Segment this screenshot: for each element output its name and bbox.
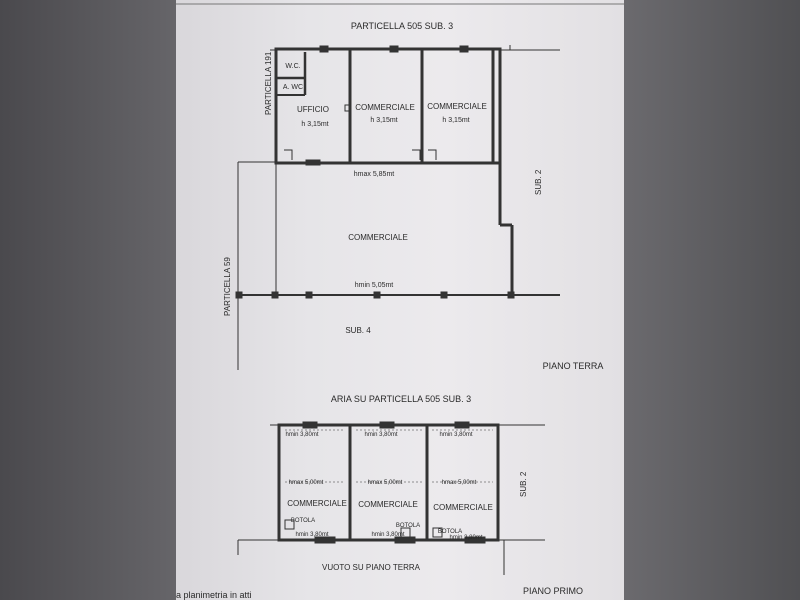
ff-room2-hmin-bottom: hmin 3,80mt xyxy=(371,532,404,538)
ff-neighbor-bottom-label: VUOTO SU PIANO TERRA xyxy=(322,563,421,572)
ff-neighbor-right-label: SUB. 2 xyxy=(519,471,528,497)
ff-room3-hmin-top: hmin 3,80mt xyxy=(439,432,472,438)
ff-room3-label: COMMERCIALE xyxy=(433,503,493,512)
footer-note: a planimetria in atti xyxy=(176,590,252,600)
neighbor-left-top-label: PARTICELLA 191 xyxy=(264,51,273,115)
room-commerciale-2-height: h 3,15mt xyxy=(442,117,469,124)
room-commerciale-1-label: COMMERCIALE xyxy=(355,103,415,112)
room-commerciale-2-label: COMMERCIALE xyxy=(427,102,487,111)
neighbor-left-label: PARTICELLA 59 xyxy=(223,257,232,316)
ff-room1-botola: BOTOLA xyxy=(291,518,315,524)
ff-room3-hmax: hmax 5,00mt xyxy=(442,480,477,486)
ff-room1-label: COMMERCIALE xyxy=(287,499,347,508)
room-anti-wc-label: A. WC xyxy=(283,84,303,91)
room-wc-label: W.C. xyxy=(285,63,300,70)
ff-room3-hmin-bottom: hmin 3,80mt xyxy=(449,535,482,541)
ff-room2-hmin-top: hmin 3,80mt xyxy=(364,432,397,438)
floor-plan-sheet xyxy=(176,0,624,600)
floor-label-first: PIANO PRIMO xyxy=(523,586,583,596)
ff-room2-hmax: hmax 5,00mt xyxy=(368,480,403,486)
room-commerciale-main-label: COMMERCIALE xyxy=(348,233,408,242)
room-ufficio-label: UFFICIO xyxy=(297,105,329,114)
ff-room2-label: COMMERCIALE xyxy=(358,500,418,509)
ff-room1-hmax: hmax 5,00mt xyxy=(289,480,324,486)
ff-room1-hmin-bottom: hmin 3,80mt xyxy=(295,532,328,538)
floor-label-ground: PIANO TERRA xyxy=(543,361,604,371)
neighbor-bottom-label: SUB. 4 xyxy=(345,326,371,335)
ff-room3-botola: BOTOLA xyxy=(438,529,462,535)
ground-hmax-label: hmax 5,85mt xyxy=(354,171,395,178)
neighbor-right-label: SUB. 2 xyxy=(534,169,543,195)
ground-hmin-label: hmin 5,05mt xyxy=(355,282,394,289)
background-left xyxy=(0,0,176,600)
ff-room1-hmin-top: hmin 3,80mt xyxy=(285,432,318,438)
first-floor-plan xyxy=(237,421,545,575)
room-ufficio-height: h 3,15mt xyxy=(301,121,328,128)
neighbor-top-label: PARTICELLA 505 SUB. 3 xyxy=(351,21,453,31)
ground-floor-plan xyxy=(176,3,624,370)
ff-room2-botola: BOTOLA xyxy=(396,523,420,529)
room-commerciale-1-height: h 3,15mt xyxy=(370,117,397,124)
ff-neighbor-top-label: ARIA SU PARTICELLA 505 SUB. 3 xyxy=(331,394,471,404)
background-right xyxy=(624,0,800,600)
